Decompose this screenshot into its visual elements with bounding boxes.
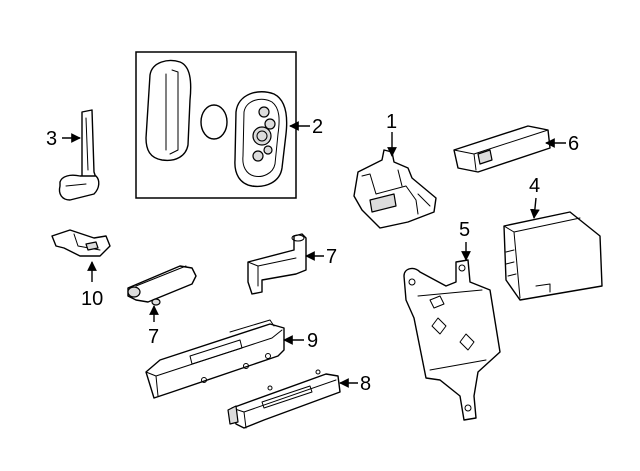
callout-10-label: 10 xyxy=(81,288,103,310)
part-5-mounting-bracket xyxy=(403,259,501,421)
callout-1: 1 xyxy=(386,111,397,157)
fob-cover xyxy=(145,59,192,162)
part-10-clip xyxy=(51,229,111,257)
callout-9-label: 9 xyxy=(307,330,318,352)
callout-3-label: 3 xyxy=(46,128,57,150)
callout-4-label: 4 xyxy=(529,175,540,197)
part-9-housing xyxy=(145,319,285,399)
callout-6: 6 xyxy=(545,133,579,155)
callout-1-label: 1 xyxy=(386,111,397,133)
part-7-upper-bracket xyxy=(247,233,307,295)
part-3-key-blade xyxy=(58,109,100,201)
callout-3: 3 xyxy=(46,128,81,150)
callout-5-label: 5 xyxy=(459,219,470,241)
part-2-key-fob-kit xyxy=(135,51,297,199)
callout-7-upper: 7 xyxy=(305,246,337,268)
coin-battery xyxy=(200,104,228,140)
part-7-lower-bracket xyxy=(127,265,197,306)
part-4-control-module xyxy=(503,211,603,301)
callout-2: 2 xyxy=(289,116,323,138)
callout-5: 5 xyxy=(459,219,471,261)
callout-7-lower: 7 xyxy=(148,305,159,348)
callout-10: 10 xyxy=(81,261,103,310)
callout-8-label: 8 xyxy=(360,373,371,395)
part-6-antenna-module xyxy=(453,125,551,173)
part-8-bar-antenna xyxy=(227,369,341,429)
callout-8: 8 xyxy=(339,373,371,395)
part-1-bracket xyxy=(353,149,437,229)
callout-4: 4 xyxy=(529,175,540,219)
callout-2-label: 2 xyxy=(312,116,323,138)
callout-6-label: 6 xyxy=(568,133,579,155)
callout-7-lower-label: 7 xyxy=(148,326,159,348)
callout-7-upper-label: 7 xyxy=(326,246,337,268)
callout-9: 9 xyxy=(283,330,318,352)
